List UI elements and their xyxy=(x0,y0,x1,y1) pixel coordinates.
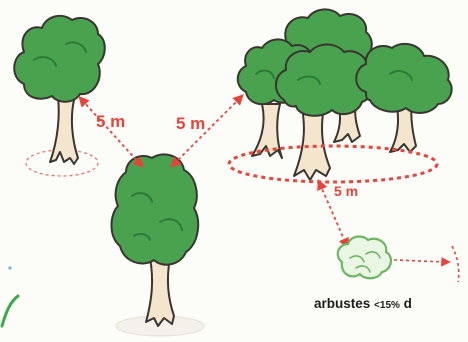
shrub-cover-caption: arbustes <15% d xyxy=(314,296,412,311)
grass-dot-icon xyxy=(8,266,11,269)
canopy-projection-ellipse xyxy=(229,146,437,182)
distance-label-1: 5 m xyxy=(96,112,125,131)
tree-top-left xyxy=(14,16,105,164)
shrub-outline xyxy=(338,237,391,279)
tree-bottom-center xyxy=(112,154,199,326)
tree-group-crown-right xyxy=(356,44,451,113)
caption-percent: <15% xyxy=(374,300,400,311)
shrub-distance-line-end xyxy=(452,246,459,282)
tree-bottom-center-trunk xyxy=(146,258,174,326)
tree-bottom-center-crown xyxy=(112,154,199,264)
tree-top-left-crown xyxy=(14,16,105,102)
distance-arrow-1 xyxy=(82,100,140,164)
tree-group-trunk-2 xyxy=(294,108,330,180)
distance-label-2: 5 m xyxy=(176,114,205,133)
shrub-distance-line xyxy=(394,260,446,262)
shrub xyxy=(338,237,391,279)
caption-main: arbustes xyxy=(314,296,370,311)
tree-top-left-trunk xyxy=(50,98,78,164)
distance-label-3: 5 m xyxy=(334,183,358,199)
caption-tail: d xyxy=(404,296,412,311)
grass-squiggle-icon xyxy=(2,296,18,326)
